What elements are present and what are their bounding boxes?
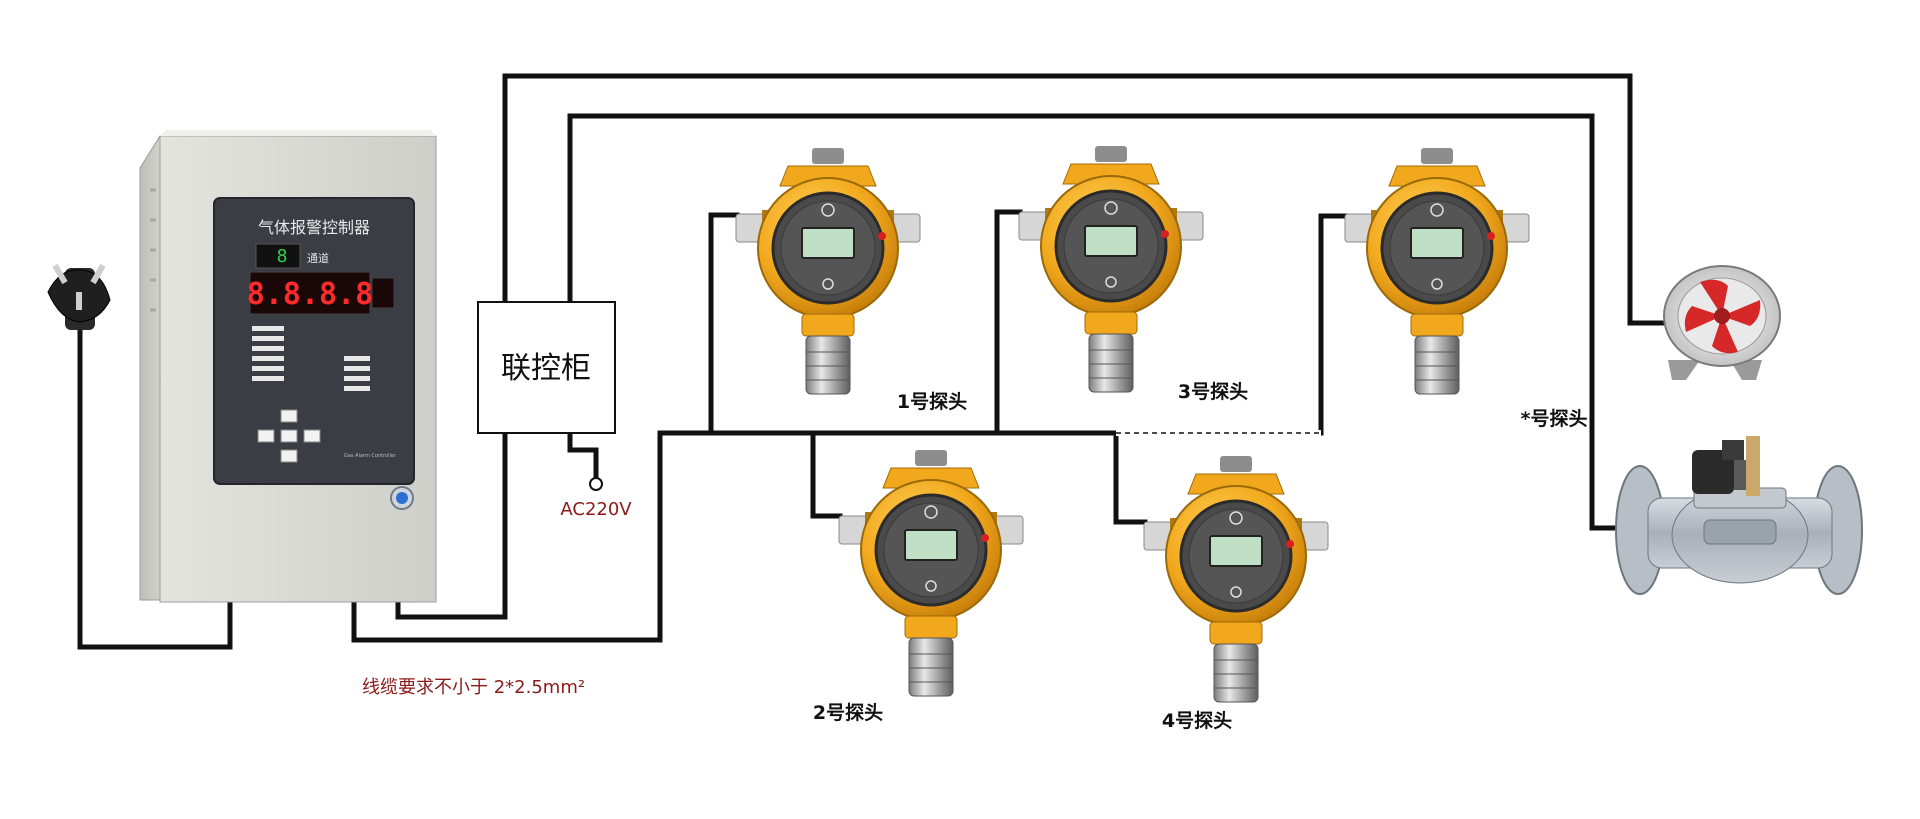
detector-bus-wire — [351, 430, 1324, 643]
detector-3-label: 3号探头 — [1178, 381, 1248, 403]
button-up[interactable] — [280, 409, 298, 423]
detector4-drop — [1113, 430, 1148, 525]
key-lock-icon — [390, 486, 414, 510]
detector-1-label: 1号探头 — [897, 391, 967, 413]
indicator-list-right — [344, 356, 370, 391]
gas-alarm-controller: 气体报警控制器 8 通道 8.8.8.8 Gas Alarm Controlle… — [139, 130, 437, 603]
detector2-drop — [810, 430, 843, 519]
control-buttons — [257, 409, 321, 463]
cabinet-to-valve-wire — [567, 113, 1618, 531]
detector-5-label: *号探头 — [1521, 408, 1588, 430]
detector-5 — [1343, 146, 1531, 396]
power-cord-wire — [77, 327, 233, 650]
detector-3 — [1017, 144, 1205, 394]
button-left[interactable] — [257, 429, 275, 443]
linkage-cabinet-box: 联控柜 — [477, 301, 616, 434]
channel-label: 通道 — [307, 251, 329, 265]
main-led-display: 8.8.8.8 — [247, 277, 373, 312]
cable-requirement-note: 线缆要求不小于 2*2.5mm² — [362, 677, 585, 698]
controller-title: 气体报警控制器 — [258, 218, 370, 237]
detector-4 — [1142, 454, 1330, 704]
detector1-drop — [708, 212, 740, 436]
detector-2 — [837, 448, 1025, 698]
detector5-drop — [1318, 213, 1348, 436]
ac220-wire — [567, 430, 599, 481]
controller-panel — [213, 197, 415, 485]
detector-1 — [734, 146, 922, 396]
power-label: AC220V — [560, 499, 632, 520]
small-led-display: 8 — [277, 246, 288, 267]
solenoid-valve-icon — [1615, 436, 1863, 595]
wires — [77, 73, 1665, 650]
detector-4-label: 4号探头 — [1162, 710, 1232, 732]
detector3-drop — [994, 209, 1023, 436]
detector-2-label: 2号探头 — [813, 702, 883, 724]
linkage-cabinet-label: 联控柜 — [501, 351, 591, 386]
button-down[interactable] — [280, 449, 298, 463]
controller-to-fan-wire — [395, 73, 1665, 620]
exhaust-fan-icon — [1663, 265, 1781, 380]
indicator-list-left — [252, 326, 284, 381]
power-terminal — [589, 477, 603, 491]
button-enter[interactable] — [280, 429, 298, 443]
button-right[interactable] — [303, 429, 321, 443]
controller-brand: Gas Alarm Controller — [344, 453, 397, 459]
power-plug-icon — [47, 263, 111, 330]
